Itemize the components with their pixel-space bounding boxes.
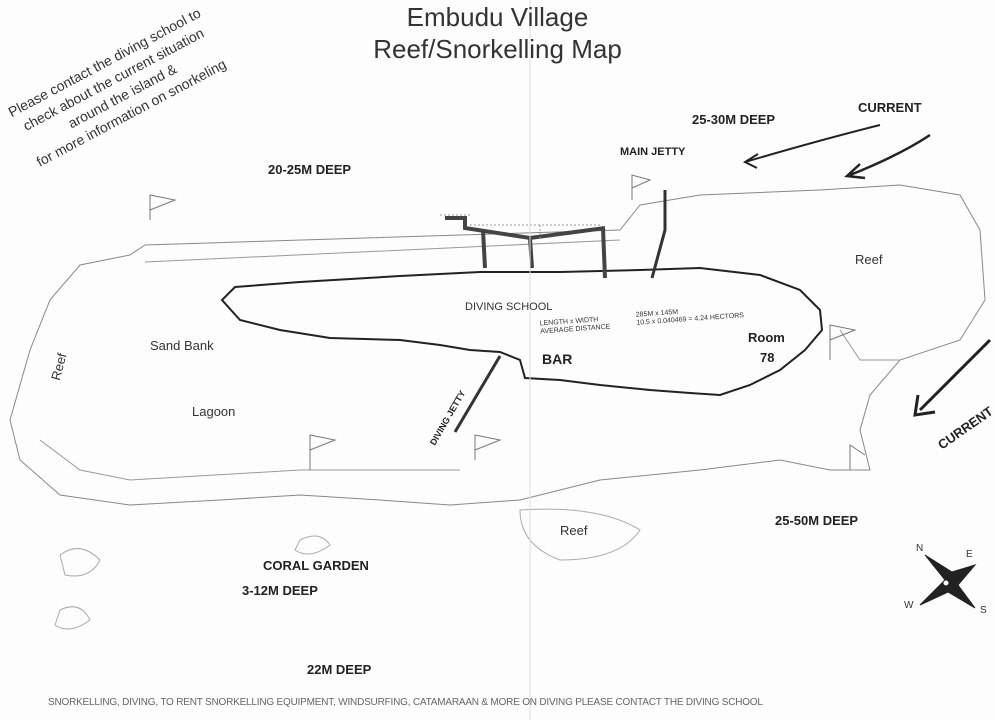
current-arrow-top-1 — [742, 124, 881, 169]
depth-20-25: 20-25M DEEP — [268, 162, 352, 177]
map-title-line2: Reef/Snorkelling Map — [373, 34, 622, 64]
lagoon-label: Lagoon — [192, 404, 236, 419]
diving-school-label: DIVING SCHOOL — [465, 301, 553, 313]
depth-25-30: 25-30M DEEP — [692, 112, 776, 127]
diving-jetty-line — [453, 355, 502, 433]
compass-n: N — [916, 543, 924, 554]
compass-s: S — [980, 605, 987, 616]
room-label: Room — [748, 330, 785, 345]
coral-garden-label: CORAL GARDEN — [263, 558, 369, 573]
depth-22: 22M DEEP — [307, 662, 372, 677]
reef-outline — [9, 184, 986, 506]
depth-25-50: 25-50M DEEP — [775, 513, 859, 528]
inner-reef-line — [39, 239, 900, 481]
current-arrow-top-2 — [844, 133, 931, 180]
depth-3-12: 3-12M DEEP — [242, 583, 318, 598]
current-label-top: CURRENT — [858, 100, 922, 115]
bar-label: BAR — [542, 351, 573, 367]
compass-rose-icon — [919, 554, 977, 609]
sand-bank-label: Sand Bank — [150, 338, 214, 353]
compass-e: E — [966, 549, 973, 560]
pier-hatch — [440, 214, 600, 240]
compass-w: W — [904, 600, 914, 611]
footer-note: SNORKELLING, DIVING, TO RENT SNORKELLING… — [48, 697, 763, 708]
reef-label-bottom: Reef — [560, 523, 588, 538]
main-jetty-label: MAIN JETTY — [620, 146, 686, 158]
room-number: 78 — [760, 350, 775, 365]
current-arrow-right — [913, 338, 992, 417]
island-outline — [220, 266, 824, 397]
reef-patches — [54, 508, 641, 630]
marker-flags — [149, 174, 866, 470]
map-title-line1: Embudu Village — [406, 2, 589, 32]
main-jetty-line — [650, 190, 667, 279]
reef-label-right: Reef — [855, 252, 883, 267]
pier-structure — [445, 216, 607, 279]
